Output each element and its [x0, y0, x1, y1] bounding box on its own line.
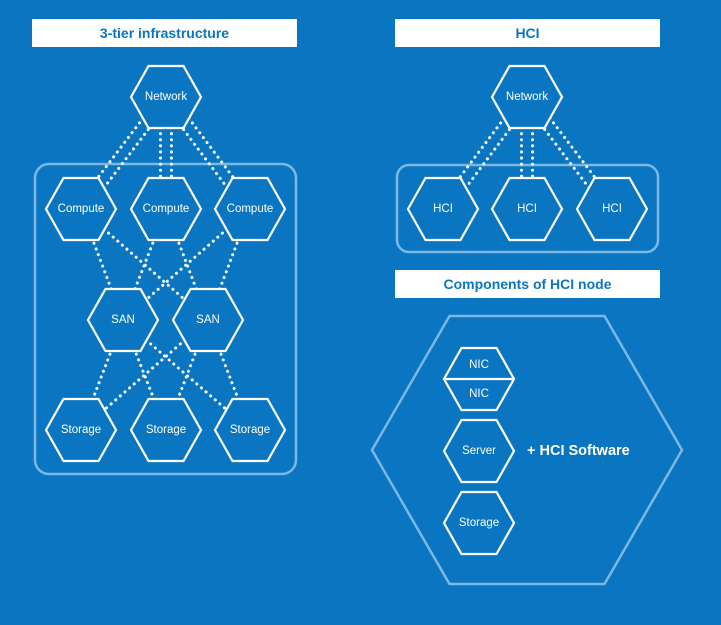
hci-node-1: HCI [406, 176, 480, 242]
hci-node-3: HCI [575, 176, 649, 242]
title-components: Components of HCI node [395, 270, 660, 298]
title-hci: HCI [395, 19, 660, 47]
storage-node-2-label: Storage [146, 424, 186, 436]
san-node-2: SAN [171, 287, 245, 353]
san-node-1: SAN [86, 287, 160, 353]
nic-top-label: NIC [469, 359, 489, 371]
hci-node-1-label: HCI [433, 203, 453, 215]
compute-node-2: Compute [129, 176, 203, 242]
hci-network-node-label: Network [506, 91, 548, 103]
nic-node: NIC NIC [442, 346, 516, 412]
hci-node-2: HCI [490, 176, 564, 242]
compute-node-3: Compute [213, 176, 287, 242]
compute-node-1: Compute [44, 176, 118, 242]
san-node-1-label: SAN [111, 314, 135, 326]
compute-node-1-label: Compute [58, 203, 105, 215]
nic-bottom-label: NIC [469, 388, 489, 400]
hci-node-3-label: HCI [602, 203, 622, 215]
storage-node-3: Storage [213, 397, 287, 463]
hci-node-frame [370, 314, 684, 586]
server-node: Server [442, 418, 516, 484]
network-node-label: Network [145, 91, 187, 103]
component-storage-node-label: Storage [459, 517, 499, 529]
component-storage-node: Storage [442, 490, 516, 556]
hci-frame [395, 163, 660, 254]
compute-node-2-label: Compute [143, 203, 190, 215]
storage-node-2: Storage [129, 397, 203, 463]
storage-node-1: Storage [44, 397, 118, 463]
hci-software-label: + HCI Software [527, 443, 630, 459]
hci-network-node: Network [490, 64, 564, 130]
title-3-tier: 3-tier infrastructure [32, 19, 297, 47]
compute-node-3-label: Compute [227, 203, 274, 215]
storage-node-1-label: Storage [61, 424, 101, 436]
server-node-label: Server [462, 445, 496, 457]
storage-node-3-label: Storage [230, 424, 270, 436]
network-node: Network [129, 64, 203, 130]
san-node-2-label: SAN [196, 314, 220, 326]
three-tier-frame [33, 162, 298, 476]
hci-node-2-label: HCI [517, 203, 537, 215]
